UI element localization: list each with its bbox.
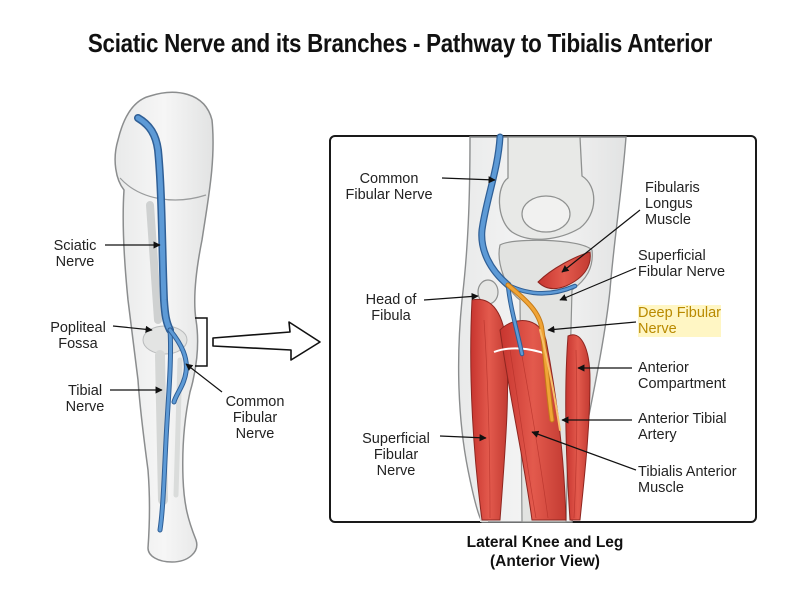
inset-label-anterior-tibial-artery: Anterior Tibial Artery: [638, 411, 727, 443]
inset-superficial-left-leader: [439, 434, 487, 442]
inset-caption: Lateral Knee and Leg (Anterior View): [466, 534, 624, 570]
zoom-arrow: [212, 321, 321, 361]
inset-panel: [329, 133, 757, 523]
inset-superficial-right-leader: [559, 267, 637, 301]
label-tibial-nerve: Tibial Nerve: [65, 383, 105, 415]
anterior-compartment-muscle: [565, 334, 591, 521]
inset-label-superficial-fibular-nerve-left: Superficial Fibular Nerve: [362, 431, 430, 479]
label-common-fibular-nerve: Common Fibular Nerve: [225, 394, 285, 442]
inset-common-fibular-leader: [441, 176, 496, 184]
femur-outline: [146, 201, 162, 324]
label-sciatic-nerve: Sciatic Nerve: [53, 238, 97, 270]
inset-label-deep-fibular-nerve: Deep Fibular Nerve: [638, 305, 722, 337]
inset-label-fibularis-longus-muscle: Fibularis Longus Muscle: [645, 180, 700, 228]
inset-tibialis-anterior-leader: [531, 430, 637, 471]
fibula-outline: [173, 357, 183, 498]
inset-label-common-fibular-nerve: Common Fibular Nerve: [345, 171, 433, 203]
patella: [521, 195, 571, 233]
inset-label-tibialis-anterior-muscle: Tibialis Anterior Muscle: [638, 464, 737, 496]
inset-fibularis-longus-leader: [561, 209, 641, 273]
knee-bracket: [195, 317, 208, 367]
diagram-title: Sciatic Nerve and its Branches - Pathway…: [87, 28, 713, 58]
inset-label-superficial-fibular-nerve-right: Superficial Fibular Nerve: [638, 248, 726, 280]
inset-label-anterior-compartment: Anterior Compartment: [638, 360, 726, 392]
inset-anterior-tibial-artery: [539, 329, 561, 431]
inset-label-head-of-fibula: Head of Fibula: [365, 292, 417, 324]
label-popliteal-fossa: Popliteal Fossa: [50, 320, 106, 352]
leg-illustration: [105, 91, 223, 563]
inset-head-fibula-leader: [423, 292, 479, 301]
common-fibular-leader: [185, 363, 223, 393]
popliteal-leader: [112, 325, 153, 333]
lateral-muscle: [470, 298, 509, 521]
inset-deep-fibular-leader: [547, 321, 637, 333]
